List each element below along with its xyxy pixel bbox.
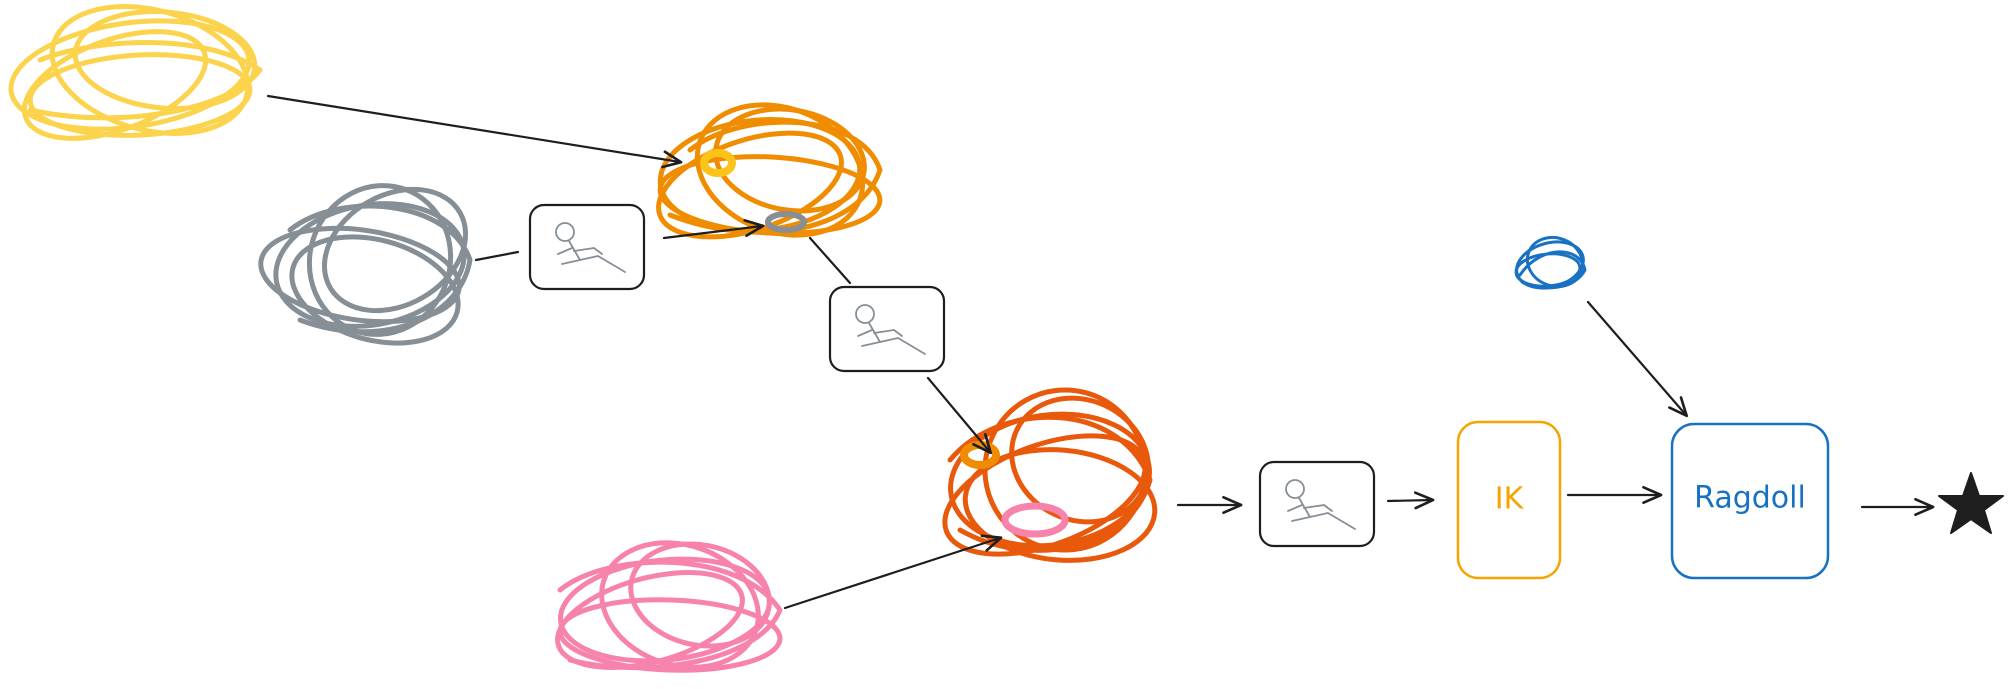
arrow-pose-3-to-ik [1386,491,1435,510]
pose-box-3 [1258,460,1376,548]
arrow-pose-2-to-dark-orange [926,376,993,455]
line-gray-to-pose-1 [474,250,520,262]
ragdoll-box [1670,422,1830,580]
yellow-scribble [8,4,263,141]
arrow-blue-to-ragdoll [1586,300,1689,418]
gray-scribble [258,183,473,346]
ik-box [1456,420,1562,580]
ik-node: IK [1456,420,1562,580]
line-orange-to-pose-2 [808,236,852,285]
pink-blob-on-dark-orange [1001,502,1069,538]
orange-blob-on-dark-orange [960,441,1000,469]
pose-box-2 [828,285,946,373]
gray-blob-on-orange [765,211,807,233]
person-reclining-icon [855,304,926,355]
arrow-pink-to-dark-orange [783,534,1003,610]
arrow-yellow-to-orange [266,94,683,169]
blue-scribble [1514,235,1587,290]
person-reclining-icon [1285,479,1356,530]
star-icon [1938,472,2004,534]
arrow-pose-1-to-orange [662,219,765,240]
ragdoll-label: Ragdoll [1694,481,1806,516]
orange-scribble [656,102,883,240]
pose-box-1 [528,203,646,291]
pink-scribble [555,540,783,673]
yellow-blob-on-orange [700,149,736,177]
dark-orange-scribble [942,387,1158,563]
ik-label: IK [1495,482,1525,517]
person-reclining-icon [555,222,626,273]
ragdoll-node: Ragdoll [1670,422,1830,580]
